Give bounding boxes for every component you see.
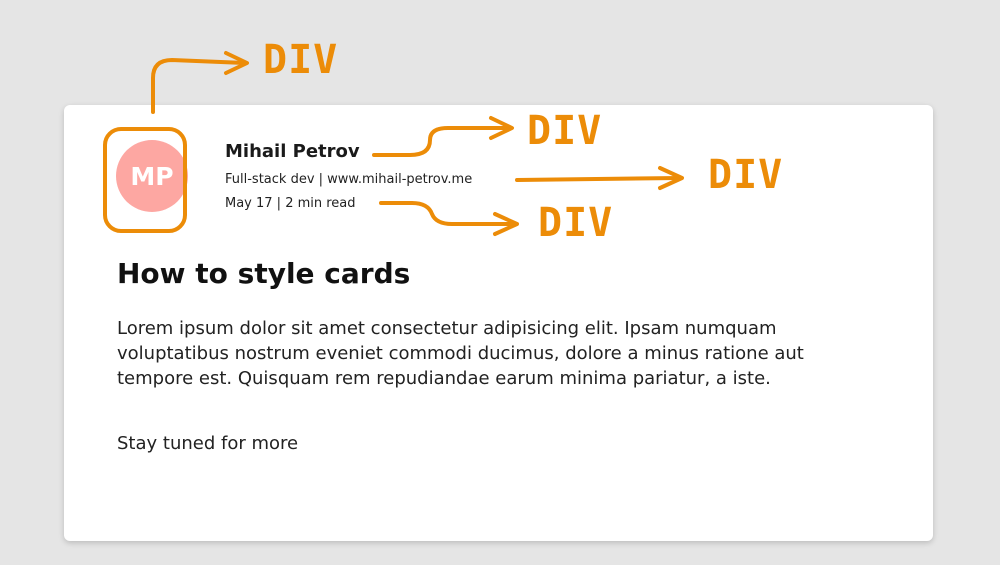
annotation-label-meta: DIV — [538, 200, 614, 246]
avatar-highlight-box — [103, 127, 187, 233]
avatar-arrow-line — [151, 58, 247, 114]
role-arrow-line — [515, 176, 682, 182]
article-footer: Stay tuned for more — [117, 433, 299, 454]
avatar-arrow-head — [224, 51, 249, 75]
meta-arrow-line — [379, 201, 517, 226]
annotation-label-name: DIV — [527, 108, 603, 154]
article-card: MP Mihail Petrov Full-stack dev | www.mi… — [64, 105, 933, 541]
article-title: How to style cards — [117, 257, 411, 290]
author-role: Full-stack dev | www.mihail-petrov.me — [225, 172, 473, 187]
annotation-label-role: DIV — [708, 152, 784, 198]
name-arrow-line — [372, 126, 512, 157]
role-arrow-head — [658, 166, 684, 190]
name-arrow-head — [489, 116, 514, 140]
post-meta: May 17 | 2 min read — [225, 196, 356, 211]
meta-arrow-head — [493, 212, 519, 236]
author-name: Mihail Petrov — [225, 141, 360, 162]
annotation-label-avatar: DIV — [263, 37, 339, 83]
article-body: Lorem ipsum dolor sit amet consectetur a… — [117, 318, 804, 389]
author-avatar: MP — [116, 140, 188, 212]
